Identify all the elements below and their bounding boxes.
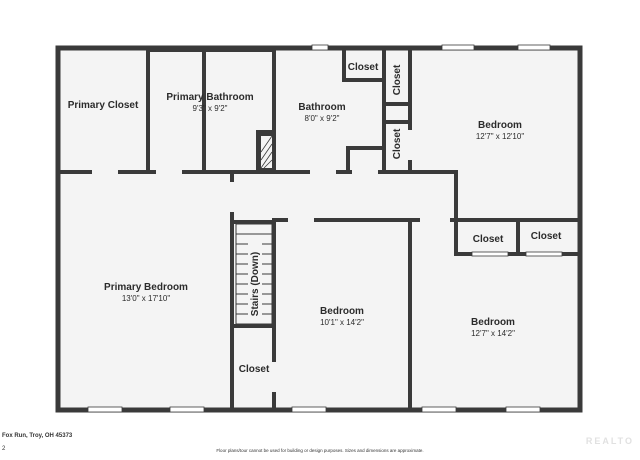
hall-closet-lower-label: Closet (392, 128, 403, 159)
primary-bathroom-dims: 9'3" x 9'2" (193, 104, 228, 113)
primary-closet-name: Primary Closet (68, 100, 139, 111)
brand-watermark: REALTO (585, 436, 634, 446)
windows (87, 44, 563, 413)
room-labels: Primary Closet Primary Bathroom 9'3" x 9… (68, 62, 562, 375)
bedroom-se-name: Bedroom (471, 317, 515, 328)
disclaimer-text: Floor plans/tour cannot be used for buil… (216, 448, 424, 453)
hatched-chase (260, 135, 273, 169)
bedroom-ne-dims: 12'7" x 12'10" (476, 132, 524, 141)
stair-closet-label: Closet (239, 364, 270, 375)
bathroom-dims: 8'0" x 9'2" (305, 114, 340, 123)
bedroom-ne-name: Bedroom (478, 120, 522, 131)
primary-bathroom-name: Primary Bathroom (166, 92, 253, 103)
se-closet-left-label: Closet (473, 234, 504, 245)
primary-bedroom-dims: 13'0" x 17'10" (122, 294, 170, 303)
bedroom-se-dims: 12'7" x 14'2" (471, 329, 515, 338)
bedroom-center-name: Bedroom (320, 306, 364, 317)
stairs-label: Stairs (Down) (250, 252, 261, 316)
address-caption: Fox Run, Troy, OH 45373 (2, 433, 73, 439)
stairs: Stairs (Down) (235, 223, 273, 325)
hall-closet-upper-label: Closet (392, 64, 403, 95)
bath-closet-label: Closet (348, 62, 379, 73)
primary-bedroom-name: Primary Bedroom (104, 282, 188, 293)
floor-area (58, 48, 580, 410)
page-number: 2 (2, 446, 6, 452)
floor-plan: Stairs (Down) Primary Closet Primary Bat… (55, 44, 583, 413)
se-closet-right-label: Closet (531, 231, 562, 242)
bathroom-name: Bathroom (298, 102, 345, 113)
bedroom-center-dims: 10'1" x 14'2" (320, 318, 364, 327)
